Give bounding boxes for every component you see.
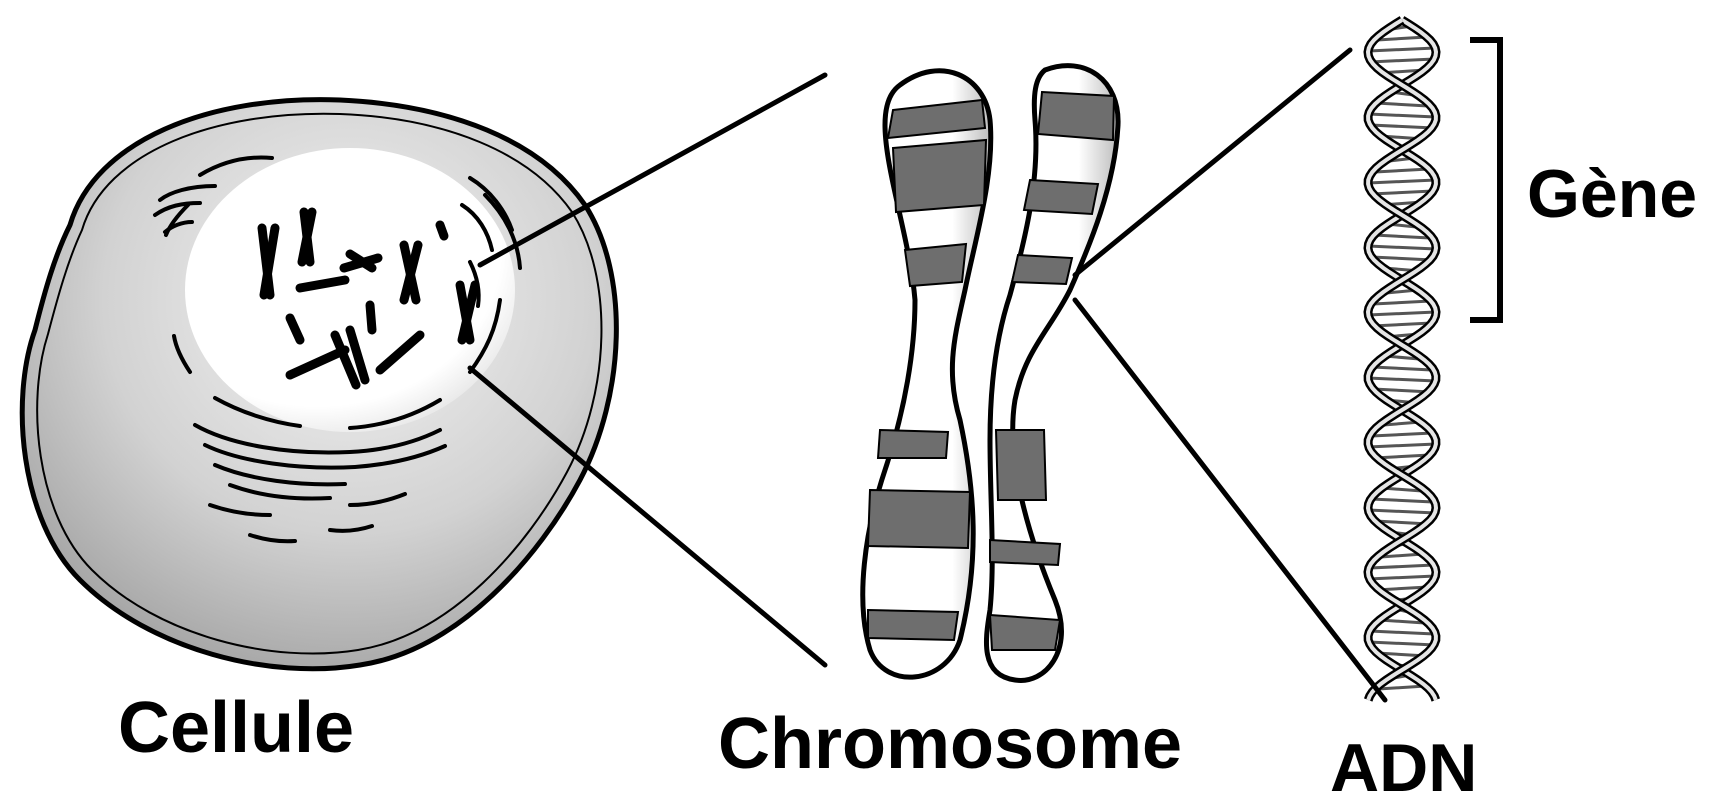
dna-base-pair	[1368, 114, 1435, 117]
dna-base-pair	[1376, 103, 1428, 106]
dna-base-pair	[1373, 301, 1431, 304]
gene-label: Gène	[1527, 160, 1697, 228]
dna-base-pair	[1370, 59, 1435, 62]
chromatid-right	[986, 66, 1118, 681]
dna-base-pair	[1378, 686, 1425, 689]
dna-base-pair	[1368, 378, 1436, 381]
dna-base-pair	[1371, 499, 1433, 502]
gene-bracket	[1470, 40, 1500, 320]
nucleus	[185, 148, 515, 432]
dna-base-pair	[1372, 433, 1433, 436]
dna-base-pair	[1369, 48, 1435, 51]
chromosome-label: Chromosome	[718, 708, 1182, 780]
dna-base-pair	[1368, 576, 1435, 579]
dna-base-pair	[1370, 125, 1434, 128]
dna-label: ADN	[1330, 734, 1477, 802]
dna-base-pair	[1370, 565, 1434, 568]
dna-base-pair	[1374, 235, 1430, 238]
chromosome-illustration	[863, 66, 1118, 681]
dna-helix-illustration	[1368, 20, 1436, 700]
cell-label: Cellule	[118, 692, 354, 764]
dna-base-pair	[1371, 191, 1433, 194]
connector-chromosome-to-dna-top	[1075, 50, 1350, 275]
dna-base-pair	[1368, 510, 1436, 513]
dna-base-pair	[1370, 631, 1435, 634]
connector-chromosome-to-dna-bottom	[1075, 300, 1385, 700]
dna-base-pair	[1368, 312, 1436, 315]
dna-base-pair	[1377, 37, 1427, 40]
dna-base-pair	[1368, 444, 1436, 447]
dna-base-pair	[1372, 367, 1431, 370]
dna-base-pair	[1375, 169, 1429, 172]
dna-base-pair	[1368, 246, 1436, 249]
cell-illustration	[22, 100, 616, 669]
dna-base-pair	[1369, 642, 1435, 645]
dna-base-pair	[1368, 180, 1436, 183]
dna-base-pair	[1372, 257, 1433, 260]
